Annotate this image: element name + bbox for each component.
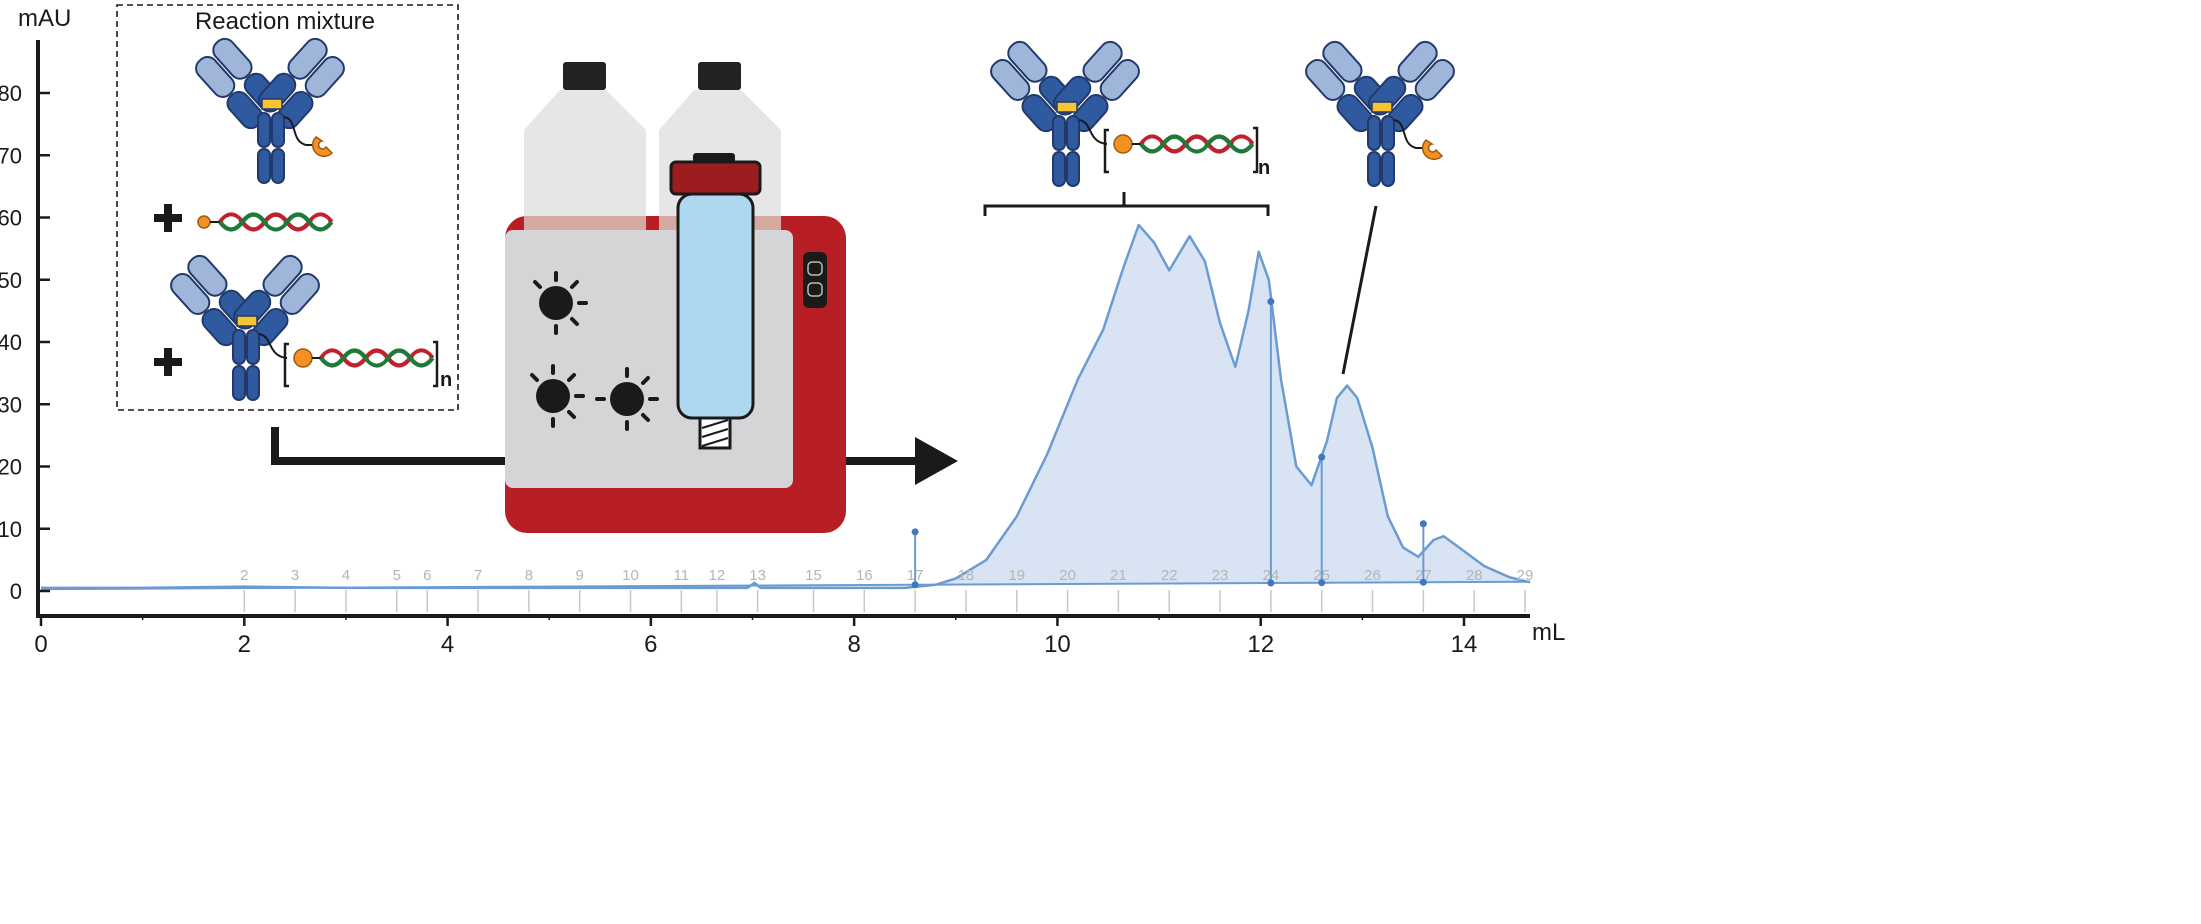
fraction-label: 12 (709, 567, 726, 584)
y-tick-label: 0 (10, 579, 22, 604)
plus-sign-2 (154, 348, 182, 376)
antibody-unconjugated-product-icon (1305, 40, 1455, 187)
fraction-label: 19 (1008, 567, 1025, 584)
marker-point (1419, 520, 1427, 528)
outlet-arrowhead (915, 437, 958, 485)
plus-sign-1 (154, 204, 182, 232)
x-axis-label: mL (1532, 619, 1565, 646)
chromatography-column-icon (669, 153, 762, 450)
y-tick-label: 80 (0, 81, 22, 106)
fraction-label: 21 (1110, 567, 1127, 584)
antibody-unconjugated-icon (195, 37, 345, 184)
fraction-label: 10 (622, 567, 639, 584)
x-tick-label: 10 (1044, 631, 1071, 658)
fraction-label: 4 (342, 567, 350, 584)
x-tick-label: 6 (644, 631, 657, 658)
product-repeat-label: n (1258, 157, 1270, 179)
fraction-label: 22 (1161, 567, 1178, 584)
axis-ticks: 0 10 20 30 40 50 60 70 80 0 2 4 6 8 10 12 14 (0, 81, 1477, 658)
fraction-label: 7 (474, 567, 482, 584)
chromatogram-fill (935, 225, 1531, 585)
chart-axes (36, 40, 1530, 618)
x-tick-label: 14 (1451, 631, 1478, 658)
fraction-label: 16 (856, 567, 873, 584)
fraction-label: 15 (805, 567, 822, 584)
y-tick-label: 70 (0, 143, 22, 168)
chromatogram-trace (41, 223, 1531, 590)
chromatogram-area-layer (40, 223, 1531, 591)
antibody-peak-pointer (1341, 205, 1378, 375)
inlet-arrow (271, 427, 505, 465)
reaction-mixture-inset: Reaction mixture (116, 4, 459, 411)
x-tick-label: 0 (34, 631, 47, 658)
fraction-label: 23 (1212, 567, 1229, 584)
y-tick-label: 20 (0, 455, 22, 480)
fraction-label: 5 (393, 567, 401, 584)
marker-base-point (911, 581, 919, 589)
fraction-label: 20 (1059, 567, 1076, 584)
fraction-label: 29 (1517, 567, 1534, 584)
inset-dashed-border (116, 4, 459, 411)
inset-repeat-label: n (440, 369, 452, 391)
fraction-label: 18 (958, 567, 975, 584)
inset-title: Reaction mixture (195, 8, 375, 35)
antibody-conjugate-product-icon (990, 40, 1259, 187)
marker-base-point (1419, 578, 1427, 586)
fraction-label: 2 (240, 567, 248, 584)
marker-point (911, 528, 919, 536)
fraction-label: 6 (423, 567, 431, 584)
conjugate-product-illustration: n (983, 40, 1455, 375)
x-tick-label: 12 (1247, 631, 1274, 658)
fraction-markers (911, 298, 1427, 589)
oligonucleotide-linker-icon (197, 215, 332, 230)
y-tick-label: 10 (0, 517, 22, 542)
marker-point (1318, 453, 1326, 461)
y-axis-label: mAU (18, 5, 71, 32)
y-tick-label: 60 (0, 206, 22, 231)
y-tick-label: 50 (0, 268, 22, 293)
conjugate-peak-bracket (983, 192, 1270, 216)
process-arrows (271, 427, 958, 485)
marker-base-point (1267, 579, 1275, 587)
marker-point (1267, 298, 1275, 306)
x-tick-label: 4 (441, 631, 454, 658)
fraction-label: 9 (576, 567, 584, 584)
fraction-label: 8 (525, 567, 533, 584)
fraction-label: 11 (674, 567, 690, 584)
antibody-conjugate-icon (170, 254, 439, 401)
fraction-label: 13 (749, 567, 766, 584)
fraction-label: 3 (291, 567, 299, 584)
x-tick-label: 8 (847, 631, 860, 658)
chromatography-instrument-icon (505, 62, 846, 533)
y-tick-label: 30 (0, 392, 22, 417)
fraction-label: 26 (1364, 567, 1381, 584)
y-tick-label: 40 (0, 330, 22, 355)
fraction-label: 28 (1466, 567, 1483, 584)
marker-base-point (1318, 579, 1326, 587)
x-tick-label: 2 (238, 631, 251, 658)
